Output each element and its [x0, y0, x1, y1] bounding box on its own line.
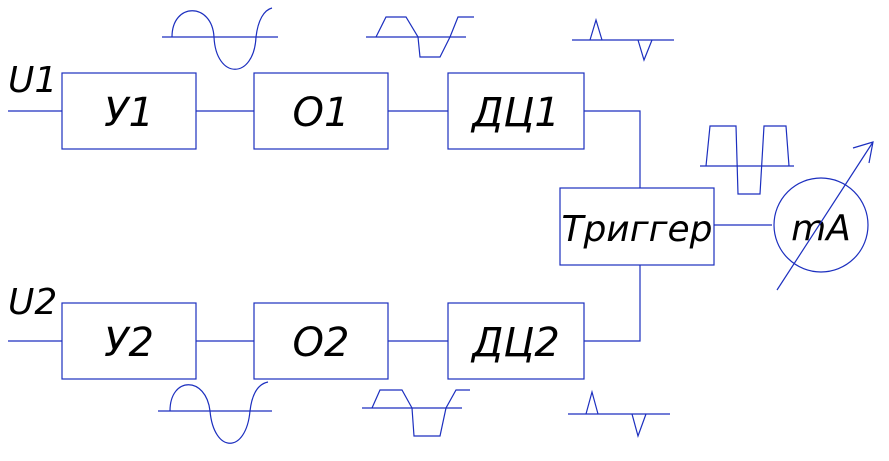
pulse-waveform-icon-top — [572, 17, 674, 62]
limiter-1-label: О1 — [293, 90, 350, 136]
square-waveform-icon — [700, 125, 794, 195]
wire-diff2-trigger — [584, 265, 641, 342]
trigger-label: Триггер — [561, 209, 712, 250]
limiter-2-label: О2 — [293, 320, 350, 366]
sine-waveform-icon-top — [162, 7, 278, 70]
amplifier-2-label: У2 — [104, 320, 154, 366]
input-label-u1: U1 — [8, 60, 57, 101]
milliammeter-label: mA — [791, 208, 851, 249]
clipped-waveform-icon-top — [366, 16, 474, 58]
diff-circuit-2-label: ДЦ2 — [470, 320, 560, 366]
input-label-u2: U2 — [8, 282, 57, 323]
trigger-block — [559, 187, 715, 266]
milliammeter-circle — [773, 177, 869, 273]
sine-waveform-icon-bottom — [158, 381, 272, 444]
wire-diff1-trigger — [584, 110, 641, 188]
pulse-waveform-icon-bottom — [568, 389, 670, 438]
amplifier-1-label: У1 — [104, 90, 154, 136]
adjustment-arrow-icon — [776, 141, 874, 291]
clipped-waveform-icon-bottom — [362, 389, 470, 437]
diff-circuit-1-label: ДЦ1 — [470, 90, 560, 136]
